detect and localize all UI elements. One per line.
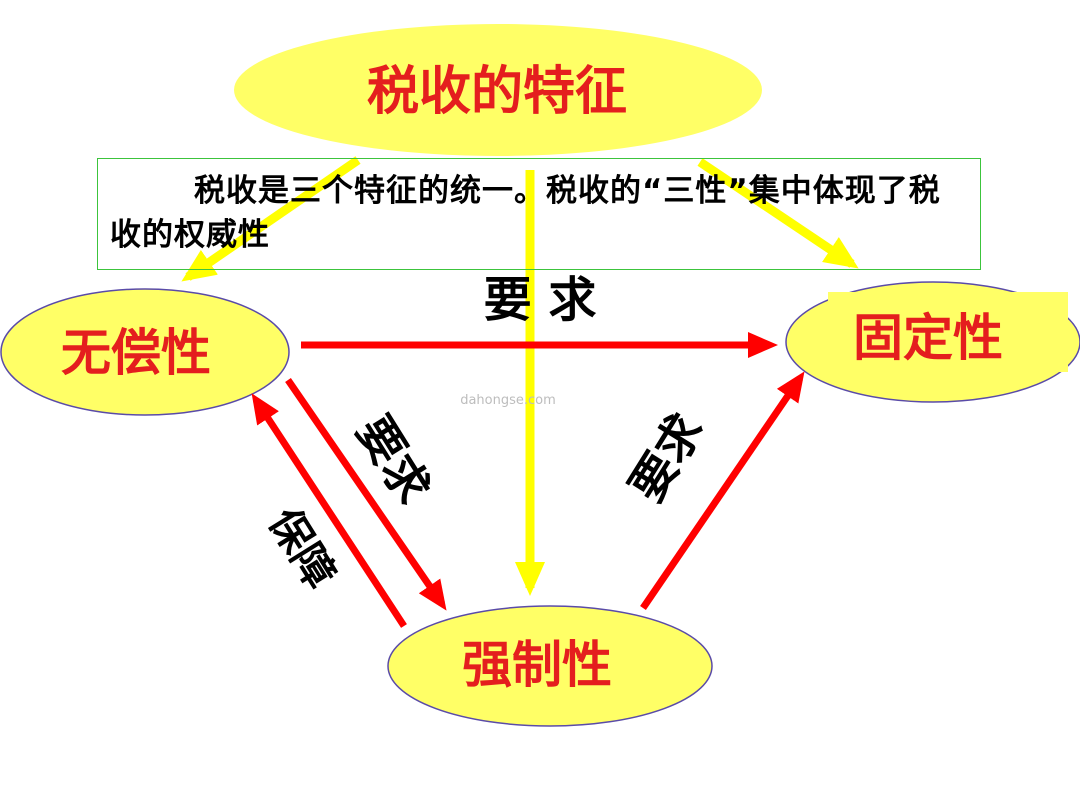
- fixed-label: 固定性: [853, 309, 1003, 367]
- yellow-arrow-to-free: [181, 156, 361, 282]
- edge-label-free-compulsory: 要求: [346, 406, 441, 513]
- yellow-arrow-to-fixed: [697, 158, 859, 269]
- note-text: 税收是三个特征的统一。税收的“三性”集中体现了税收的权威性: [110, 173, 941, 253]
- compulsory-ellipse: [387, 605, 713, 727]
- title-text: 税收的特征: [367, 62, 627, 122]
- arrow-compulsory-to-fixed: [640, 371, 805, 610]
- arrow-compulsory-to-free: [251, 393, 407, 628]
- note-box: 税收是三个特征的统一。税收的“三性”集中体现了税收的权威性: [97, 158, 981, 270]
- arrow-free-to-compulsory: [285, 378, 447, 611]
- edge-label-free-fixed: 要 求: [484, 272, 597, 328]
- watermark: dahongse.com: [460, 393, 556, 408]
- free-label: 无偿性: [61, 324, 211, 382]
- edge-label-compulsory-fixed: 要求: [619, 404, 714, 511]
- compulsory-label: 强制性: [462, 636, 612, 694]
- fixed-highlight: [828, 292, 1068, 372]
- title-ellipse: [234, 24, 762, 156]
- free-ellipse: [0, 288, 290, 416]
